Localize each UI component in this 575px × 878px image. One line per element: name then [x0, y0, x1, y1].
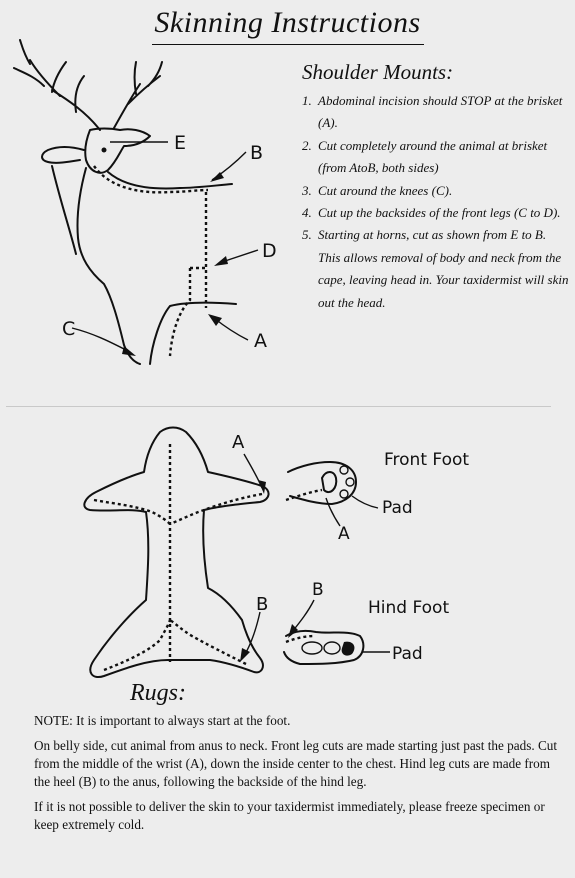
front-foot-illustration [286, 462, 378, 526]
rug-label-a: A [232, 432, 244, 453]
front-foot-a-label: A [338, 524, 350, 544]
hind-foot-label: Hind Foot [368, 598, 449, 618]
front-pad-label: Pad [382, 498, 413, 518]
front-foot-label: Front Foot [384, 450, 469, 470]
rugs-notes: NOTE: It is important to always start at… [34, 712, 564, 841]
hide-outline-illustration [84, 428, 268, 678]
hind-pad-label: Pad [392, 644, 423, 664]
rugs-heading: Rugs: [130, 680, 186, 707]
note-paragraph: NOTE: It is important to always start at… [34, 712, 564, 730]
rug-callout-arrows [240, 454, 266, 662]
note-paragraph: On belly side, cut animal from anus to n… [34, 737, 564, 791]
rug-label-b: B [256, 594, 268, 615]
note-paragraph: If it is not possible to deliver the ski… [34, 798, 564, 834]
hind-foot-b-label: B [312, 580, 324, 600]
